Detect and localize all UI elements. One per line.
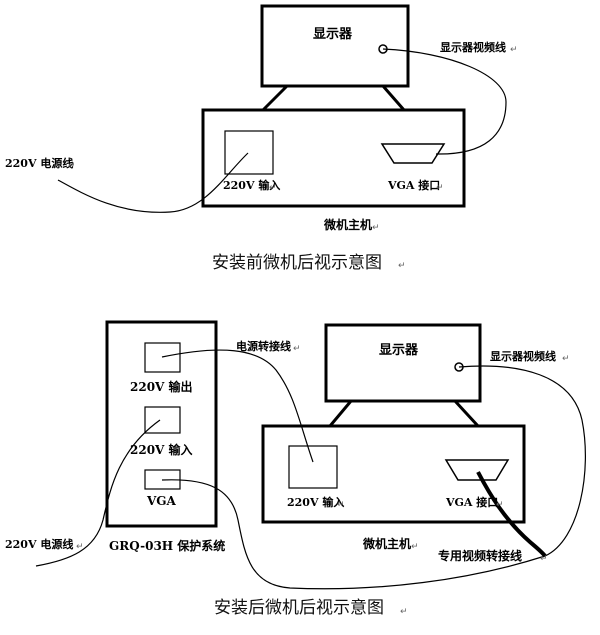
para-mark: ↵ xyxy=(436,183,444,193)
before-diagram: 显示器 220V 输入 VGA 接口 微机主机 显示器视频线 220V 电源线 … xyxy=(5,4,507,273)
para-mark: ↵ xyxy=(411,542,419,552)
para-mark: ↵ xyxy=(76,542,84,552)
before-monitor-cable xyxy=(382,48,507,155)
after-220v-input-socket xyxy=(288,445,338,489)
before-monitor-cable-label: 显示器视频线 xyxy=(440,40,506,54)
box-220v-output-label: 220V 输出 xyxy=(130,379,193,394)
after-monitor-cable xyxy=(458,365,586,557)
para-mark: ↵ xyxy=(216,544,224,554)
after-power-cable xyxy=(35,419,161,567)
para-mark: ↵ xyxy=(510,45,518,55)
box-vga-label: VGA xyxy=(146,494,177,508)
before-power-cable xyxy=(57,152,249,213)
after-caption: 安装后微机后视示意图 xyxy=(214,598,384,618)
after-host-label: 微机主机 xyxy=(362,536,411,551)
after-power-cable-label: 220V 电源线 xyxy=(5,537,73,551)
after-diagram: 220V 输出 220V 输入 VGA GRQ-03H 保护系统 显示器 220… xyxy=(5,320,586,618)
before-stand-right xyxy=(381,85,406,111)
para-mark: ↵ xyxy=(269,183,277,193)
before-host-box xyxy=(201,108,466,208)
after-vga-port xyxy=(444,459,510,481)
protection-system-label: GRQ-03H 保护系统 xyxy=(109,538,225,553)
para-mark: ↵ xyxy=(398,261,406,271)
special-cable-label: 专用视频转接线 xyxy=(438,548,522,563)
box-220v-output-socket xyxy=(144,342,181,373)
before-monitor-label: 显示器 xyxy=(313,27,353,42)
after-vga-port-label: VGA 接口 xyxy=(445,495,498,509)
after-stand-left xyxy=(328,400,353,427)
before-stand-left xyxy=(261,84,289,112)
special-video-transfer-cable xyxy=(476,471,547,558)
para-mark: ↵ xyxy=(400,607,408,617)
power-transfer-cable-label: 电源转接线 xyxy=(236,339,291,353)
para-mark: ↵ xyxy=(562,354,570,364)
para-mark: ↵ xyxy=(372,223,380,233)
before-power-cable-label: 220V 电源线 xyxy=(5,156,73,170)
before-220v-input-label: 220V 输入 xyxy=(223,178,280,192)
after-monitor-box xyxy=(324,323,482,403)
para-mark: ↵ xyxy=(68,161,76,171)
paragraph-marks: ↵ ↵ ↵ ↵ ↵ ↵ ↵ ↵ ↵ ↵ ↵ ↵ ↵ ↵ ↵ xyxy=(68,45,570,617)
after-monitor-cable-label: 显示器视频线 xyxy=(490,349,556,363)
power-transfer-cable xyxy=(161,349,314,463)
box-220v-input-label: 220V 输入 xyxy=(130,442,193,457)
after-host-box xyxy=(261,424,526,524)
before-220v-input-socket xyxy=(224,130,274,175)
before-monitor-box xyxy=(260,4,410,88)
after-stand-right xyxy=(453,399,480,428)
after-220v-input-label: 220V 输入 xyxy=(287,495,344,509)
para-mark: ↵ xyxy=(337,500,345,510)
protection-system-box xyxy=(105,320,218,528)
para-mark: ↵ xyxy=(540,554,548,564)
para-mark: ↵ xyxy=(496,500,504,510)
before-host-label: 微机主机 xyxy=(323,217,372,232)
box-220v-input-socket xyxy=(144,406,181,434)
before-vga-port-label: VGA 接口 xyxy=(387,178,440,192)
para-mark: ↵ xyxy=(293,344,301,354)
before-vga-port xyxy=(380,143,446,164)
before-caption: 安装前微机后视示意图 xyxy=(212,253,382,273)
box-vga-cable xyxy=(161,479,546,590)
after-monitor-label: 显示器 xyxy=(379,343,419,358)
